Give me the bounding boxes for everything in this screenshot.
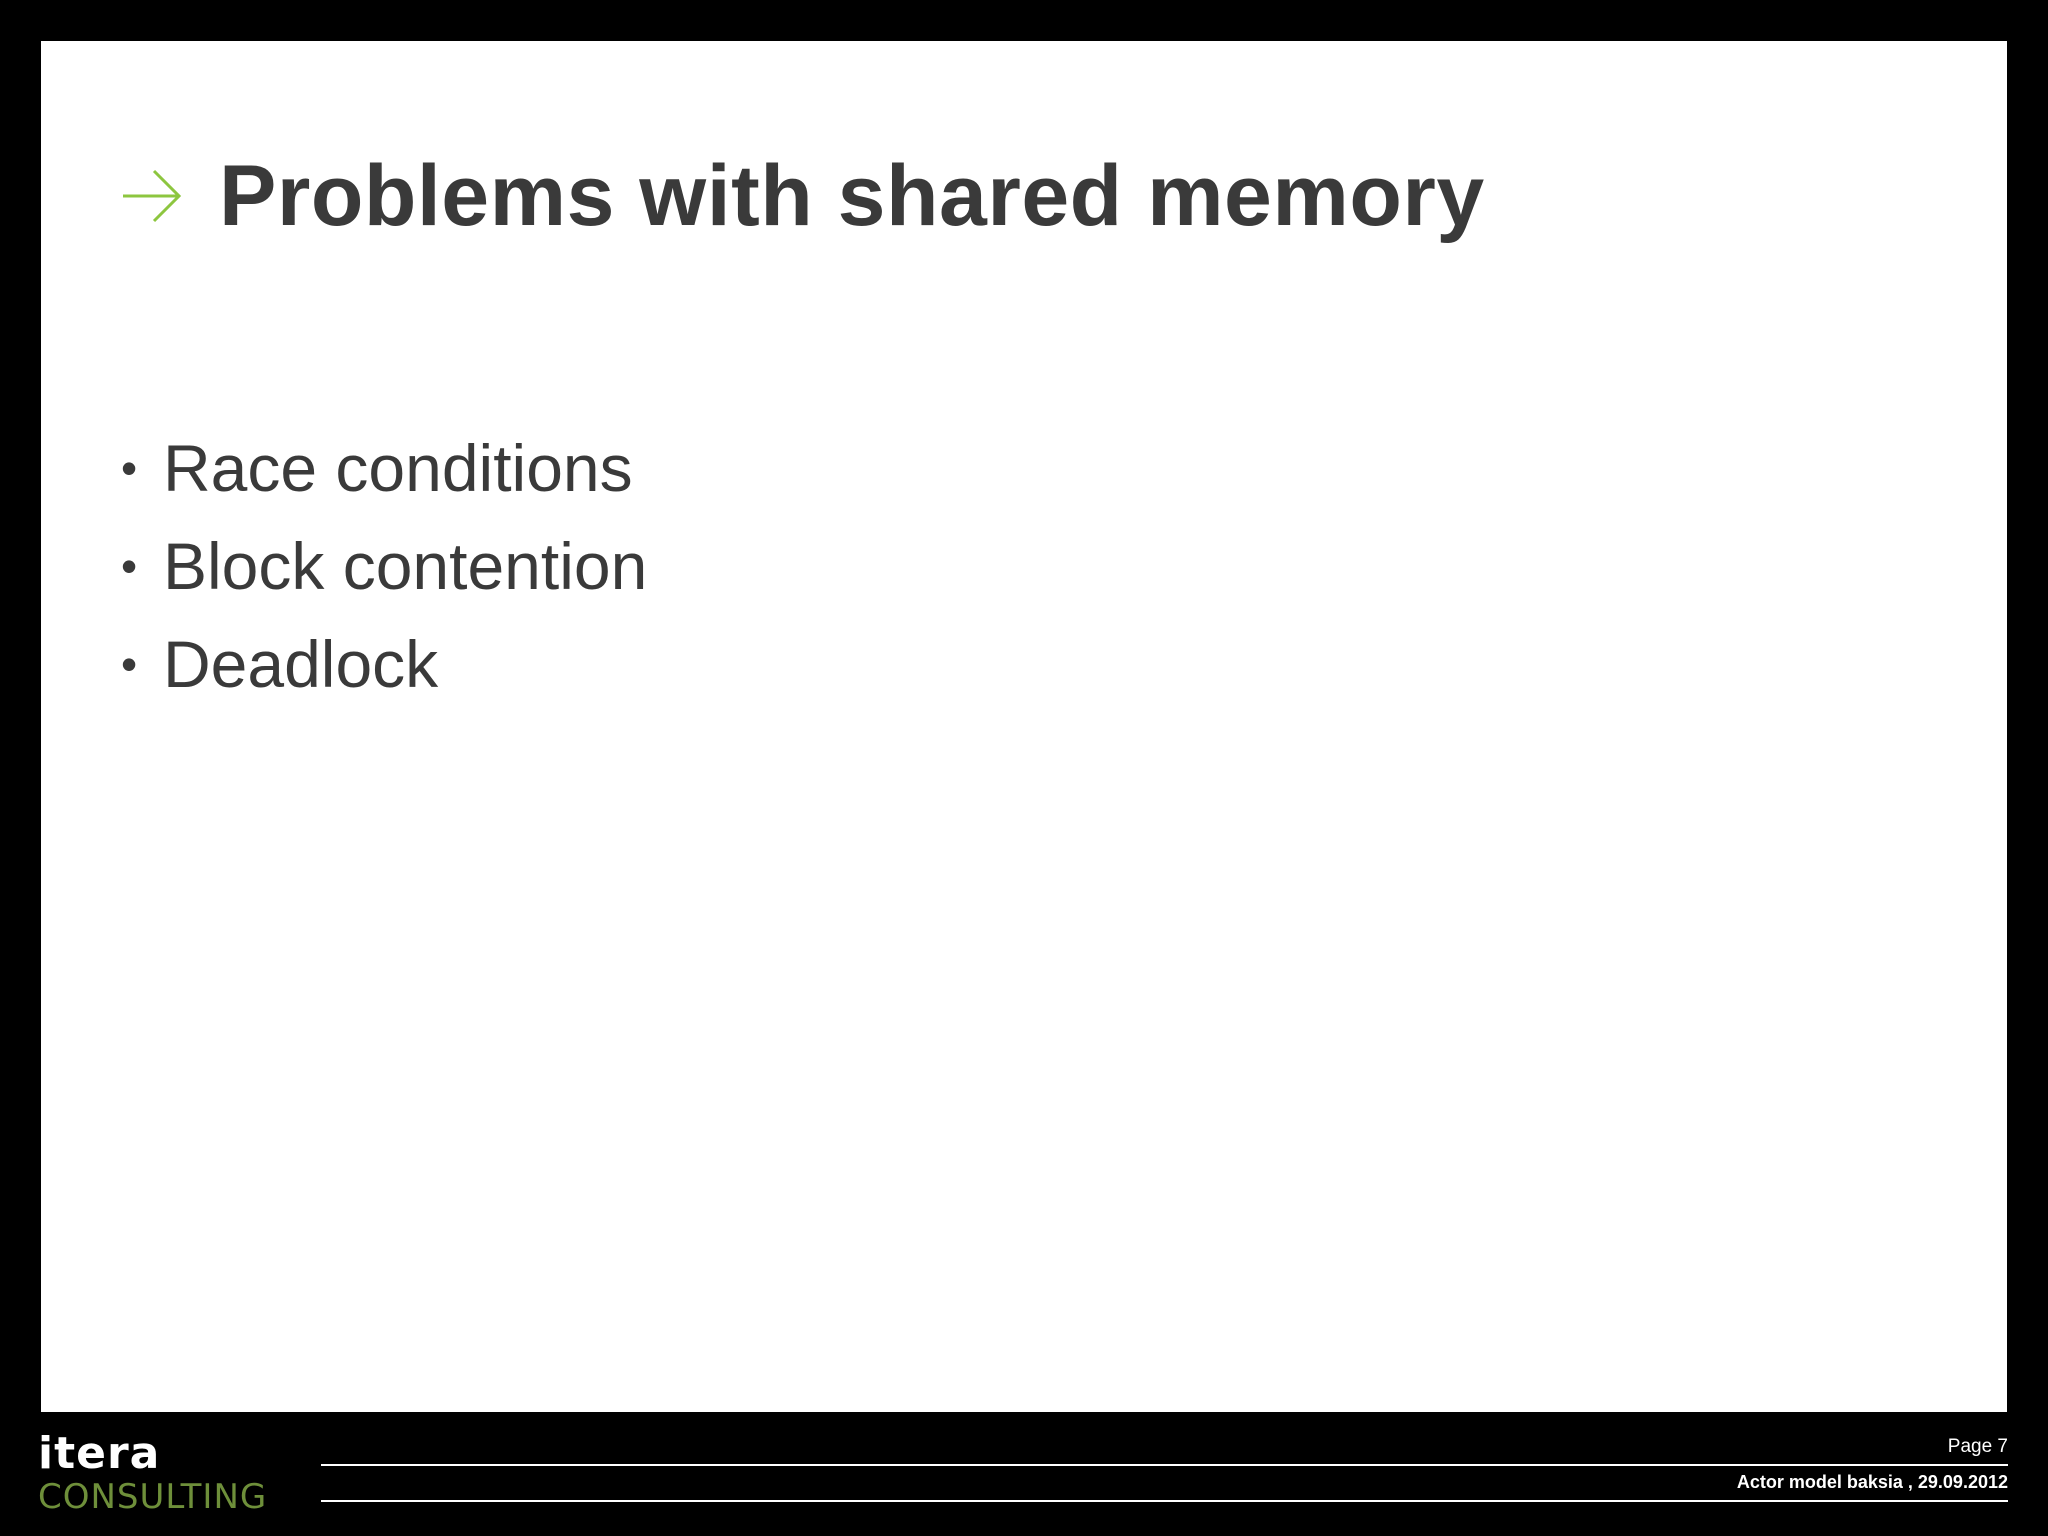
- bullet-dot-icon: •: [121, 540, 138, 592]
- bullet-dot-icon: •: [121, 638, 138, 690]
- footer-divider-top: [321, 1464, 2008, 1466]
- bullet-item: • Block contention: [121, 517, 647, 615]
- title-row: Problems with shared memory: [121, 148, 1485, 244]
- bullet-dot-icon: •: [121, 442, 138, 494]
- bullet-text: Block contention: [163, 529, 648, 603]
- slide-title: Problems with shared memory: [219, 147, 1485, 244]
- slide-canvas: Problems with shared memory • Race condi…: [41, 41, 2007, 1412]
- company-logo: itera CONSULTING: [38, 1428, 268, 1517]
- logo-wordmark: itera: [38, 1428, 161, 1479]
- footer-divider-bottom: [321, 1500, 2008, 1502]
- page-number: Page 7: [1947, 1436, 2008, 1457]
- bullet-text: Deadlock: [163, 627, 439, 701]
- slide-footer: itera CONSULTING Page 7 Actor model baks…: [0, 1412, 2048, 1536]
- logo-subtitle: CONSULTING: [38, 1477, 268, 1517]
- bullet-item: • Race conditions: [121, 419, 647, 517]
- bullet-item: • Deadlock: [121, 615, 647, 713]
- footer-caption: Actor model baksia , 29.09.2012: [1736, 1472, 2008, 1492]
- arrow-right-icon: [121, 165, 183, 227]
- bullet-list: • Race conditions • Block contention • D…: [121, 419, 647, 713]
- bullet-text: Race conditions: [163, 431, 633, 505]
